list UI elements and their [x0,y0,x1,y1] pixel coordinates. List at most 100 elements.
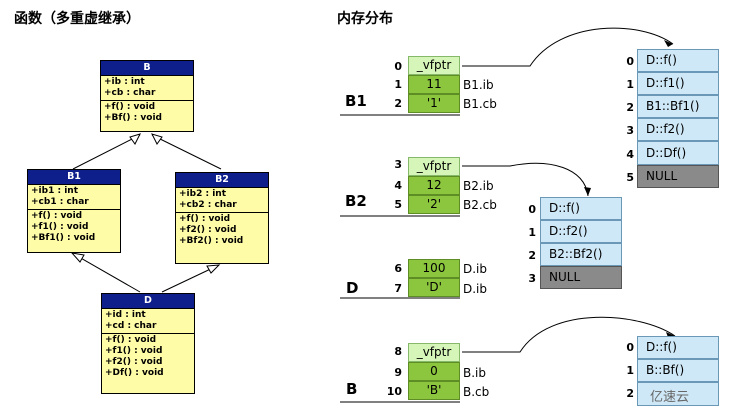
uml-methods: +f() : void +f1() : void +f2() : void +D… [102,333,194,380]
data-cell: 11 [408,75,460,94]
uml-class-b: B +ib : int +cb : char +f() : void +Bf()… [100,60,194,132]
data-cell: 'B' [408,381,460,400]
inherit-arrow-d-b2 [206,264,221,274]
field-label: B1.cb [463,97,497,111]
watermark-logo: 亿速云 [650,390,690,405]
field-label: D.ib [463,282,488,296]
vtable-index: 1 [626,364,634,377]
data-cell: 0 [408,362,460,381]
uml-method: +Bf() : void [104,113,162,123]
uml-attr: +cb2 : char [179,200,237,210]
data-cell: 100 [408,259,460,278]
uml-methods: +f() : void +f1() : void +Bf1() : void [28,209,120,245]
slot-index: 2 [394,97,402,110]
vtable-index: 3 [626,124,634,137]
field-label: B.ib [463,366,486,380]
vfptr-cell: _vfptr [408,343,460,362]
inherit-arrow-d-b1 [70,252,85,263]
vtable-entry: D::Df() [637,141,719,165]
data-cell: '1' [408,94,460,113]
right-title: 内存分布 [337,11,393,27]
object-label-d: D [346,279,359,297]
vtable-entry: B2::Bf2() [540,243,622,266]
uml-attributes: +ib2 : int +cb2 : char [176,187,268,212]
vtable-index: 2 [528,249,536,262]
uml-class-d: D +id : int +cd : char +f() : void +f1()… [101,293,195,394]
vtable-entry: B::Bf() [637,359,719,382]
vtable-null: NULL [637,165,719,188]
uml-class-name: B [101,61,193,75]
uml-attr: +cb : char [104,88,156,98]
vtable-index: 3 [528,272,536,285]
uml-attr: +id : int [105,310,146,320]
uml-method: +f() : void [179,214,231,224]
vtable-entry: D::f() [540,197,622,220]
slot-index: 4 [394,179,402,192]
uml-class-name: B2 [176,173,268,187]
uml-method: +f2() : void [105,357,163,367]
uml-method: +Df() : void [105,368,164,378]
object-baselines [340,114,460,403]
uml-class-name: D [102,294,194,308]
left-title: 函数（多重虚继承） [14,11,140,27]
uml-method: +f() : void [105,335,157,345]
field-label: D.ib [463,262,488,276]
vtable-index: 0 [626,55,634,68]
vtable-index: 5 [626,171,634,184]
uml-attr: +ib2 : int [179,189,226,199]
vfptr-cell: _vfptr [408,157,460,176]
vtable-entry: D::f1() [637,72,719,95]
slot-index: 1 [394,78,402,91]
uml-attributes: +ib1 : int +cb1 : char [28,184,120,209]
vtable-entry: D::f() [637,49,719,72]
object-label-b: B [346,380,358,398]
slot-index: 10 [386,385,402,398]
vtable-entry [637,382,719,406]
data-cell: 'D' [408,278,460,297]
data-cell: '2' [408,195,460,214]
field-label: B2.cb [463,198,497,212]
uml-method: +Bf1() : void [31,233,96,243]
uml-class-name: B1 [28,170,120,184]
slot-index: 0 [394,60,402,73]
vfptr-cell: _vfptr [408,56,460,75]
uml-attributes: +ib : int +cb : char [101,75,193,100]
uml-class-b1: B1 +ib1 : int +cb1 : char +f() : void +f… [27,169,121,253]
vtable-index: 0 [626,341,634,354]
vtable-entry: D::f2() [540,220,622,243]
vtable-entry: D::f() [637,336,719,359]
inherit-arrow-b1 [129,133,141,145]
field-label: B2.ib [463,179,494,193]
uml-attributes: +id : int +cd : char [102,308,194,333]
uml-method: +Bf2() : void [179,236,244,246]
uml-methods: +f() : void +f2() : void +Bf2() : void [176,212,268,248]
vtable-index: 4 [626,148,634,161]
uml-attr: +cd : char [105,321,157,331]
uml-attr: +cb1 : char [31,197,89,207]
field-label: B.cb [463,385,490,399]
vtable-index: 2 [626,101,634,114]
uml-method: +f1() : void [105,346,163,356]
vtable-entry: D::f2() [637,118,719,141]
uml-method: +f1() : void [31,222,89,232]
inheritance-lines [70,133,222,293]
vtable-index: 1 [626,78,634,91]
uml-method: +f2() : void [179,225,237,235]
vtable-index: 1 [528,226,536,239]
slot-index: 6 [394,262,402,275]
slot-index: 8 [394,345,402,358]
data-cell: 12 [408,176,460,195]
slot-index: 7 [394,282,402,295]
uml-method: +f() : void [104,102,156,112]
vfptr-arrows [462,27,676,353]
slot-index: 9 [394,366,402,379]
vtable-null: NULL [540,266,622,289]
uml-class-b2: B2 +ib2 : int +cb2 : char +f() : void +f… [175,172,269,264]
slot-index: 5 [394,198,402,211]
uml-attr: +ib : int [104,77,145,87]
vtable-entry: B1::Bf1() [637,95,719,118]
vtable-index: 2 [626,387,634,400]
object-label-b1: B1 [345,92,367,110]
uml-methods: +f() : void +Bf() : void [101,100,193,125]
